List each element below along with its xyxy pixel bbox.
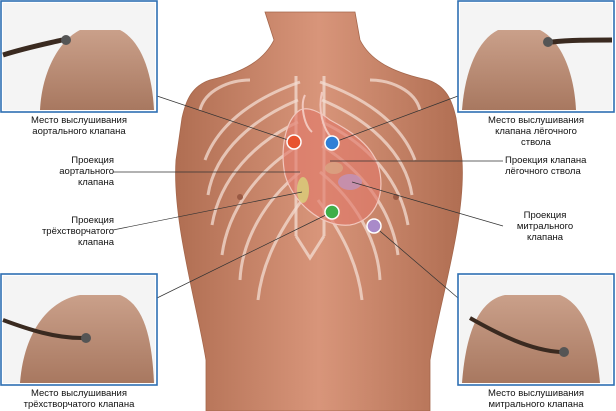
label-mitral-projection: Проекция митрального клапана — [516, 210, 574, 243]
inset-pulmonary-photo — [457, 0, 615, 113]
label-mitral-auscultation: Место выслушивания митрального клапана — [488, 388, 584, 410]
tricuspid-point-dot — [324, 204, 340, 220]
pulmonary-point-dot — [324, 135, 340, 151]
label-aortic-projection: Проекция аортального клапана — [59, 155, 114, 188]
label-pulmonary-projection: Проекция клапана лёгочного ствола — [505, 155, 587, 177]
label-aortic-auscultation: Место выслушивания аортального клапана — [31, 115, 127, 137]
inset-aortic-photo — [0, 0, 158, 113]
aortic-point-dot — [286, 134, 302, 150]
label-pulmonary-auscultation: Место выслушивания клапана лёгочного ств… — [488, 115, 584, 148]
label-tricuspid-auscultation: Место выслушивания трёхстворчатого клапа… — [23, 388, 135, 410]
inset-mitral-photo — [457, 273, 615, 386]
inset-tricuspid-photo — [0, 273, 158, 386]
mitral-point-dot — [366, 218, 382, 234]
torso-figure — [175, 11, 463, 411]
label-tricuspid-projection: Проекция трёхстворчатого клапана — [41, 215, 114, 248]
leader-lines — [112, 95, 504, 299]
